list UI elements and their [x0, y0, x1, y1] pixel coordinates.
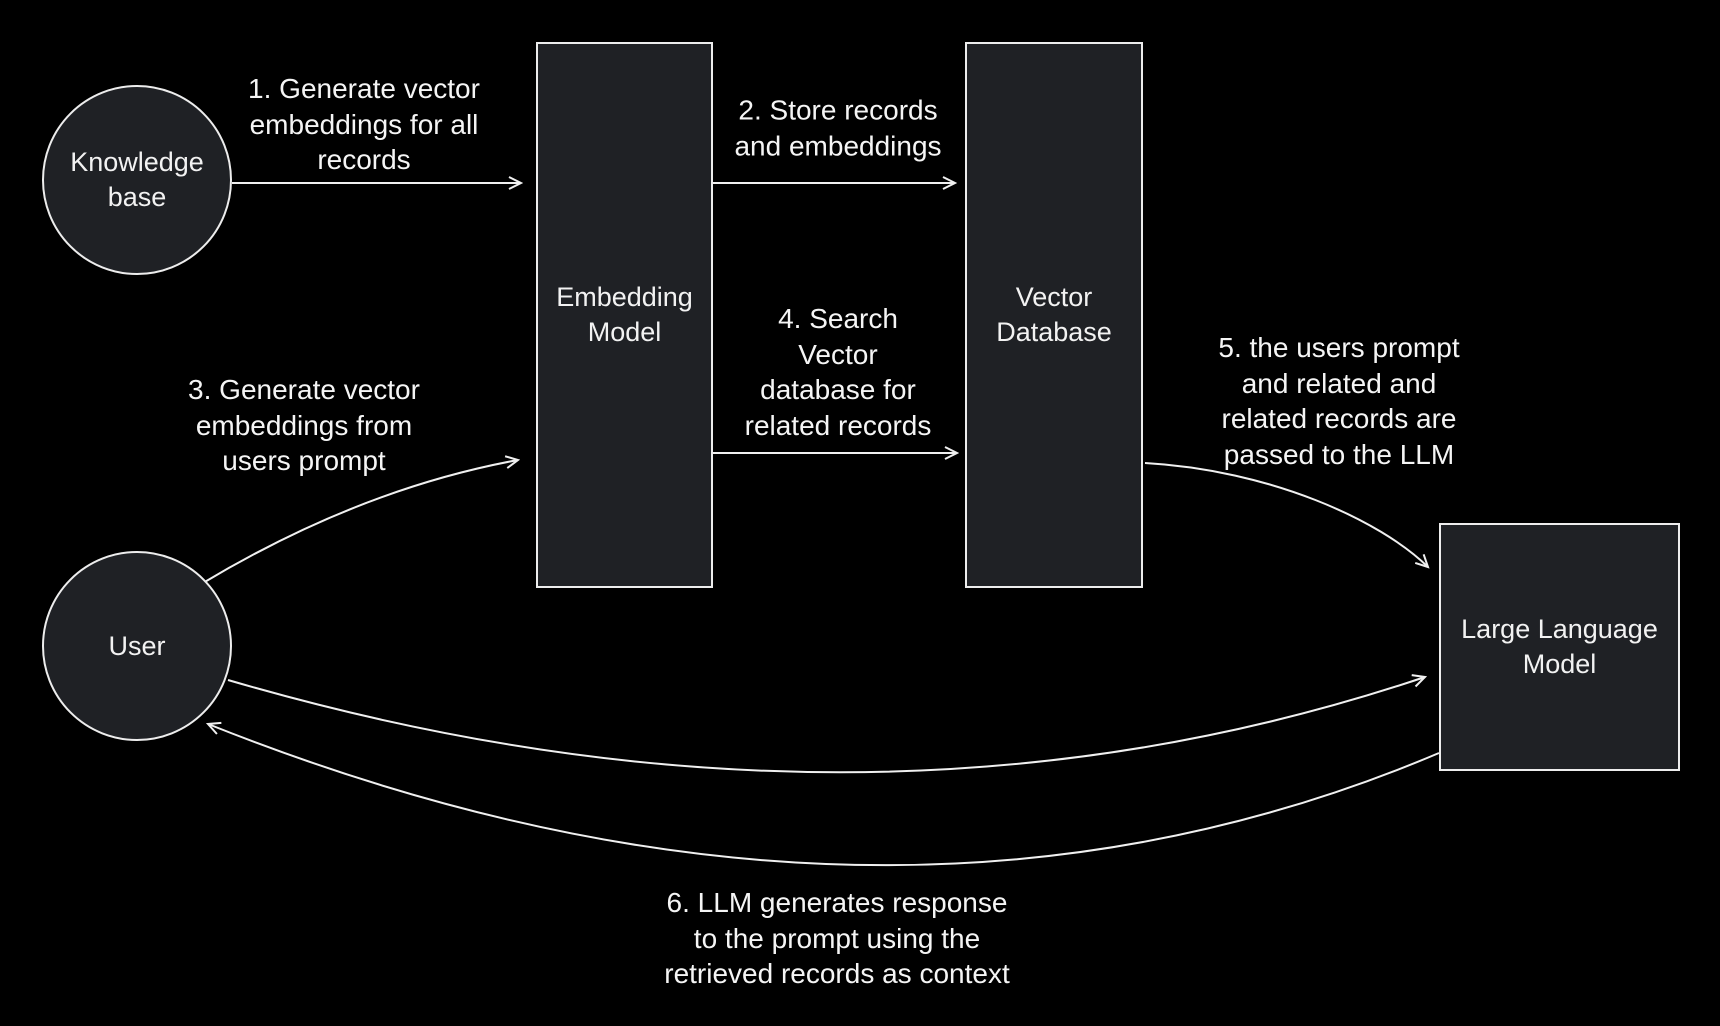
- edge-6-llm-to-user-arrow: [208, 724, 1440, 867]
- edge-3-user-to-embedding-arrow: [202, 460, 518, 584]
- node-vector-database[interactable]: Vector Database: [965, 42, 1143, 588]
- edge-4-label: 4. Search Vector database for related re…: [744, 303, 932, 441]
- node-user[interactable]: User: [42, 551, 232, 741]
- edge-6-label: 6. LLM generates response to the prompt …: [664, 886, 1010, 989]
- edge-3-label: 3. Generate vector embeddings from users…: [188, 373, 420, 476]
- node-knowledge-base-label: Knowledge base: [70, 147, 204, 212]
- node-knowledge-base[interactable]: Knowledge base: [42, 85, 232, 275]
- node-vector-database-label: Vector Database: [996, 282, 1112, 347]
- node-user-label: User: [108, 630, 166, 661]
- node-large-language-model-label: Large Language Model: [1461, 614, 1658, 679]
- node-large-language-model[interactable]: Large Language Model: [1439, 523, 1680, 771]
- edge-5-vectordb-to-llm-arrow: [1144, 462, 1428, 567]
- edge-5-label: 5. the users prompt and related and rela…: [1218, 332, 1460, 470]
- node-embedding-model[interactable]: Embedding Model: [536, 42, 713, 588]
- node-embedding-model-label: Embedding Model: [556, 282, 693, 347]
- edge-2-label: 2. Store records and embeddings: [734, 94, 942, 162]
- edge-1-label: 1. Generate vector embeddings for all re…: [248, 72, 480, 175]
- edge-user-to-llm-arrow: [227, 677, 1425, 774]
